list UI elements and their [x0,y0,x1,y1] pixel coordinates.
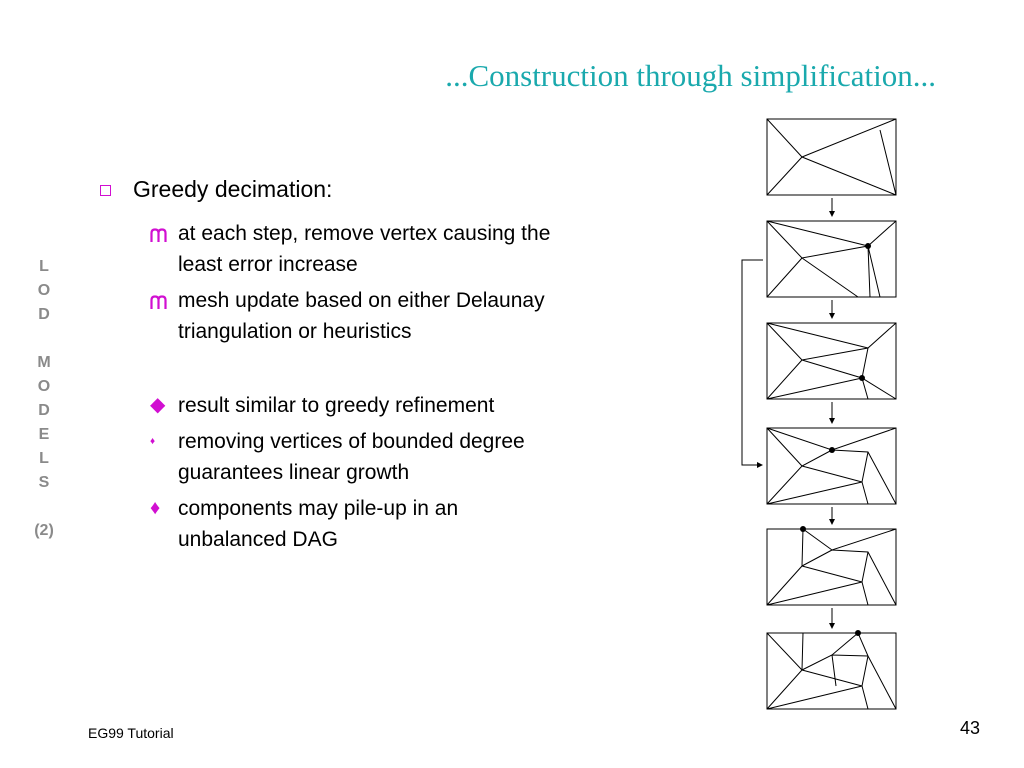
slide-title: ...Construction through simplification..… [445,58,936,93]
side-label-char: O [37,378,51,395]
side-label-char: S [38,474,50,491]
side-label-char: M [37,354,51,371]
m-bullet-icon [150,285,176,316]
heading-bullet: Greedy decimation: [100,176,332,203]
m-bullet-icon [150,218,176,249]
list-item-line: mesh update based on either Delaunay [178,289,545,312]
list-item-line: least error increase [178,253,358,276]
mesh-frame [766,632,897,710]
list-item-line: removing vertices of bounded degree [178,430,525,453]
diamond-bullet-icon: ♦ [150,497,161,519]
loop-arrow-icon [741,259,763,468]
side-label-char: O [37,282,51,299]
list-item-line: guarantees linear growth [178,461,410,484]
mesh-frame [766,220,897,298]
page-number: 43 [959,718,980,738]
heading-text: Greedy decimation: [133,176,333,202]
side-label-char: D [38,306,50,323]
removed-vertex-dot [859,375,865,381]
list-item-line: at each step, remove vertex causing the [178,222,551,245]
list-item-line: result similar to greedy refinement [178,394,495,417]
square-bullet-icon [100,185,111,196]
list-item-line: components may pile-up in an [178,497,459,520]
small-diamond-bullet-icon: ♦ [150,436,156,447]
side-label-char: L [39,258,49,275]
removed-vertex-dot [800,526,806,532]
side-label-char: L [39,450,49,467]
mesh-frame [766,322,897,400]
list-item-line: unbalanced DAG [178,528,338,551]
list-item-line: triangulation or heuristics [178,320,412,343]
mesh-frame [766,528,897,606]
side-label-char: D [38,402,50,419]
mesh-frame [766,427,897,505]
removed-vertex-dot [829,447,835,453]
footer-source: EG99 Tutorial [88,725,174,741]
diamond-bullet-icon: ◆ [150,394,166,416]
side-label-lod-models: L O D M O D E L S (2) [28,255,60,543]
side-label-char: E [38,426,50,443]
side-label-part: (2) [34,522,54,539]
removed-vertex-dot [855,630,861,636]
mesh-frame [766,118,897,196]
removed-vertex-dot [865,243,871,249]
